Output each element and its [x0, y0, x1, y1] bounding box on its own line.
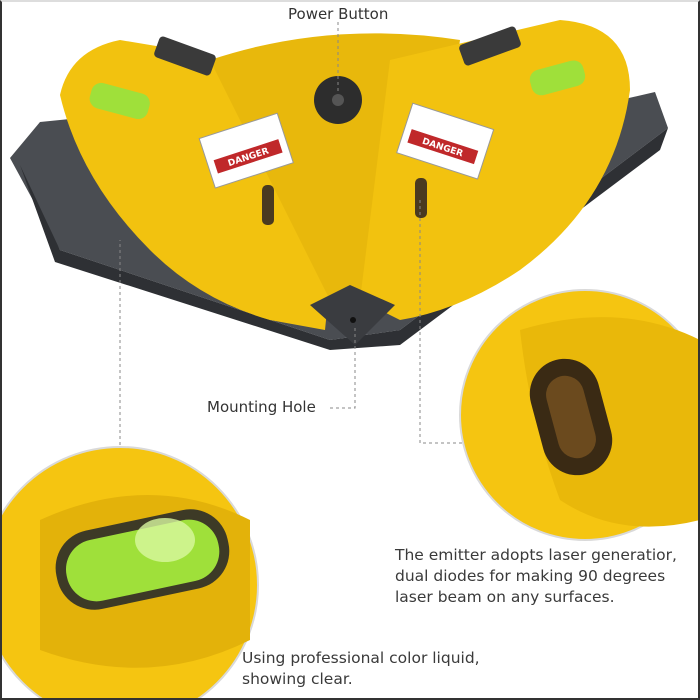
right-body [360, 20, 630, 320]
mounting-hole [310, 285, 395, 345]
mounting-hole-label: Mounting Hole [207, 398, 316, 416]
right-sticker: DANGER [396, 102, 495, 180]
left-sticker: DANGER [198, 112, 294, 189]
desc-line: The emitter adopts laser generatior, [395, 546, 677, 564]
desc-line: showing clear. [242, 670, 353, 688]
base-plate [10, 92, 668, 340]
desc-line: Using professional color liquid, [242, 649, 480, 667]
emitter-closeup [459, 289, 700, 541]
right-vial [529, 60, 586, 96]
left-vial [89, 82, 150, 120]
liquid-description: Using professional color liquid, showing… [242, 648, 480, 690]
vial-closeup [0, 446, 259, 700]
power-button-label: Power Button [288, 5, 389, 23]
emitter-description: The emitter adopts laser generatior, dua… [395, 545, 677, 608]
desc-line: laser beam on any surfaces. [395, 588, 615, 606]
desc-line: dual diodes for making 90 degrees [395, 567, 666, 585]
